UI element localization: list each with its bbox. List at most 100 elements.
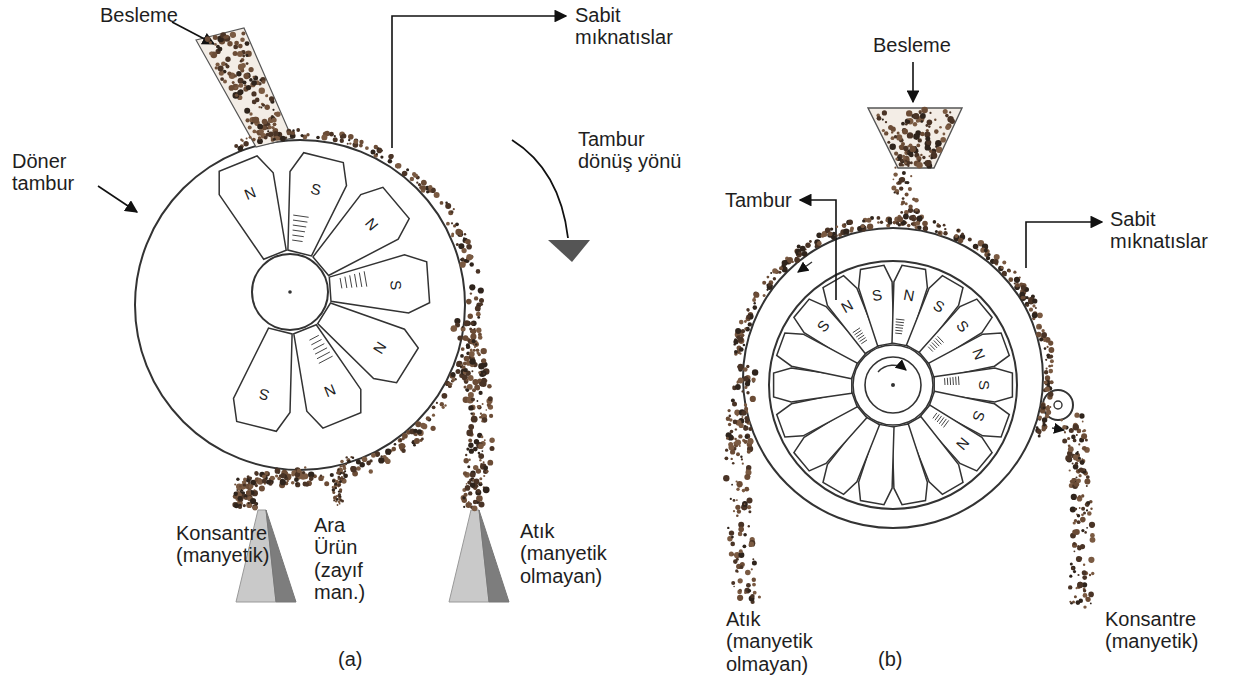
particle (738, 532, 743, 537)
particle (902, 129, 908, 135)
particle (741, 458, 743, 460)
particle (745, 327, 750, 332)
particle (336, 472, 339, 475)
particle (297, 469, 302, 474)
particle (742, 390, 744, 392)
particle (828, 232, 833, 237)
particle (354, 139, 359, 144)
particle (908, 205, 912, 209)
particle (907, 132, 913, 138)
particle (940, 137, 946, 143)
particle (272, 118, 277, 123)
particle (770, 272, 772, 274)
particle (246, 490, 251, 495)
particle (470, 339, 475, 344)
particle (836, 226, 839, 229)
magnet-hatching (896, 321, 904, 323)
particle (316, 136, 320, 140)
particle (921, 120, 923, 122)
particle (746, 391, 749, 394)
particle (803, 252, 806, 255)
particle (739, 549, 743, 553)
particle (993, 259, 998, 264)
particle (343, 467, 347, 471)
particle (928, 125, 931, 128)
particle (744, 328, 746, 330)
particle (333, 137, 338, 142)
particle (266, 480, 271, 485)
particle (406, 168, 409, 171)
particle (1069, 428, 1074, 433)
particle (877, 116, 882, 121)
particle (921, 107, 928, 114)
particle (486, 409, 488, 411)
particle (740, 565, 744, 569)
particle (918, 160, 921, 163)
particle (927, 147, 931, 151)
particle (1068, 446, 1074, 452)
particle (968, 237, 972, 241)
particle (1086, 501, 1090, 505)
particle (412, 172, 416, 176)
particle (1046, 410, 1050, 414)
particle (1037, 429, 1042, 434)
particle (479, 459, 481, 461)
particle (732, 553, 734, 555)
particle (907, 145, 909, 147)
particle (243, 504, 246, 507)
particle (248, 126, 252, 130)
particle (388, 154, 393, 159)
particle (987, 253, 990, 256)
particle (866, 218, 871, 223)
particle (1077, 545, 1080, 548)
particle (739, 423, 744, 428)
particle (1075, 462, 1078, 465)
particle (442, 393, 448, 399)
particle (272, 109, 274, 111)
particle (340, 465, 342, 467)
particle (470, 292, 472, 294)
particle (1046, 368, 1048, 370)
particle (466, 379, 468, 381)
particle (476, 489, 480, 493)
particle (259, 486, 265, 492)
particle (366, 461, 371, 466)
part-label: Döner tambur (12, 150, 112, 195)
particle (896, 192, 899, 195)
particle (730, 498, 732, 500)
particle (264, 136, 268, 140)
particle (935, 230, 938, 233)
particle (1087, 511, 1092, 516)
particle (1069, 469, 1071, 471)
particle (474, 296, 478, 300)
particle (743, 544, 747, 548)
particle (334, 482, 337, 485)
particle (243, 73, 249, 79)
particle (483, 466, 488, 471)
particle (249, 136, 252, 139)
particle (1069, 575, 1072, 578)
particle (213, 35, 218, 40)
particle (744, 592, 746, 594)
particle (894, 135, 897, 138)
magnet-hatching (319, 356, 333, 363)
particle (347, 143, 349, 145)
particle (897, 216, 903, 222)
particle (238, 89, 243, 94)
particle (246, 485, 248, 487)
particle (253, 117, 259, 123)
particle (1083, 589, 1086, 592)
particle (464, 458, 469, 463)
particle (481, 436, 484, 439)
particle (246, 118, 250, 122)
particle (471, 320, 477, 326)
particle (779, 266, 783, 270)
particle (1069, 601, 1071, 603)
particle (450, 373, 456, 379)
particle (348, 139, 350, 141)
particle (428, 185, 432, 189)
particle (479, 477, 482, 480)
particle (466, 502, 472, 508)
particle (369, 469, 373, 473)
particle (916, 212, 918, 214)
